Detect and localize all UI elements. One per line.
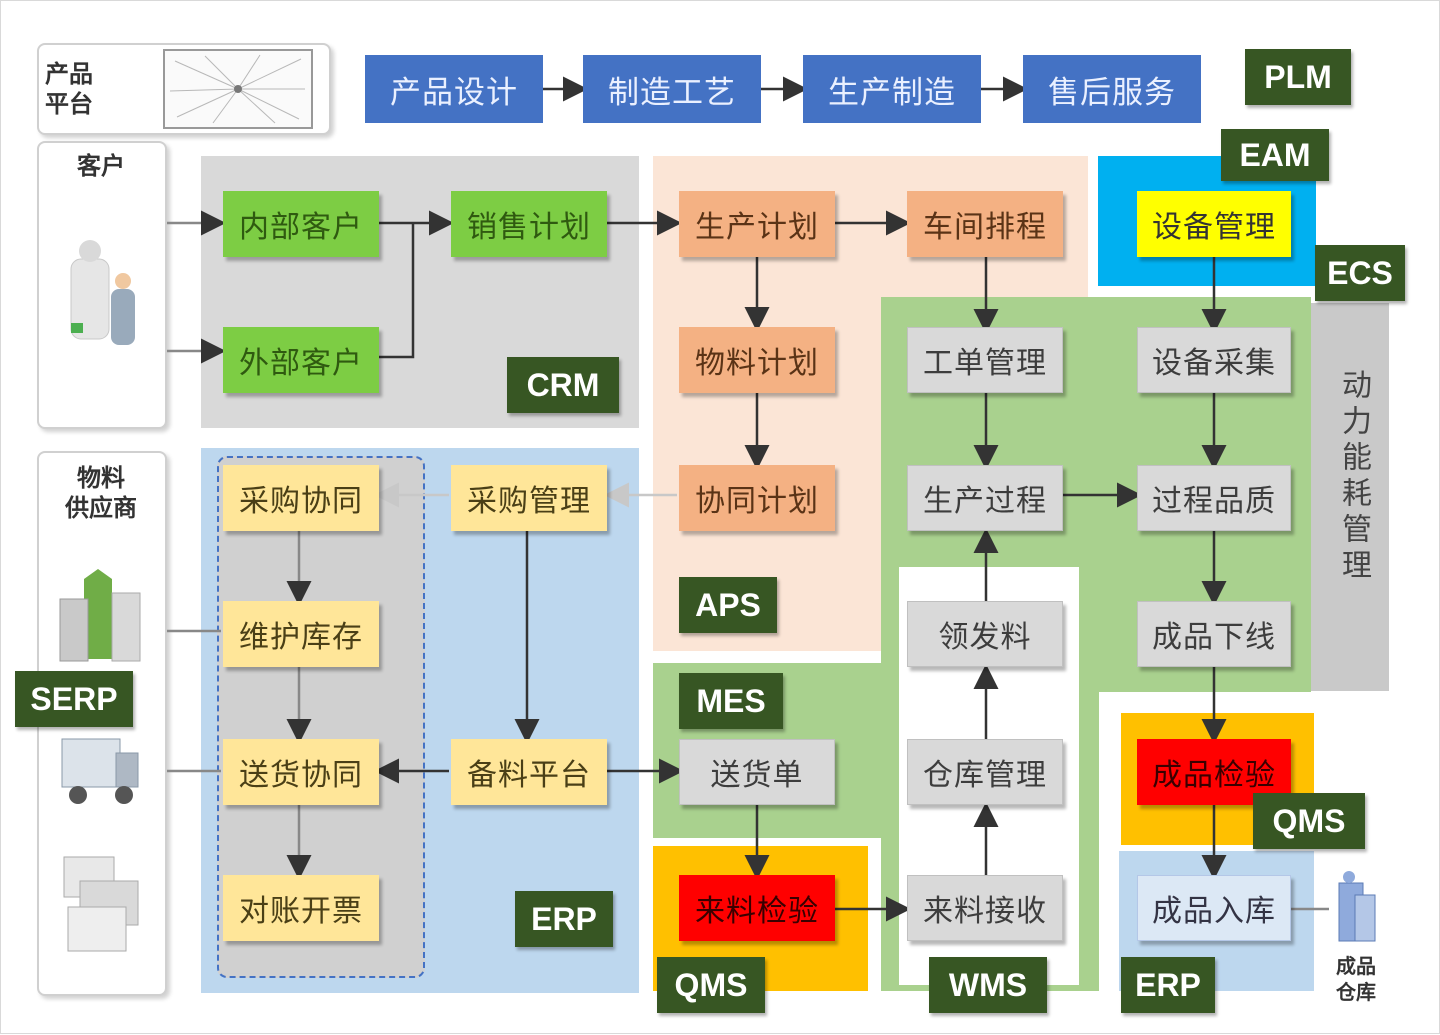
delivery-truck-icon (61, 738, 139, 804)
after-sales-step: 售后服务 (1023, 55, 1201, 123)
network-thumbnail (163, 49, 313, 129)
internal-customer-node: 内部客户 (223, 191, 379, 257)
finished-warehouse-icon (1338, 871, 1376, 942)
warehousing-node: 成品入库 (1137, 875, 1291, 941)
reconcile-invoice-node: 对账开票 (223, 875, 379, 941)
wms-tag: WMS (929, 957, 1047, 1013)
supplier-label: 物料 供应商 (65, 463, 137, 522)
equipment-collect-node: 设备采集 (1137, 327, 1291, 393)
collab-plan-node: 协同计划 (679, 465, 835, 531)
production-step: 生产制造 (803, 55, 981, 123)
plm-tag: PLM (1245, 49, 1351, 105)
shop-schedule-node: 车间排程 (907, 191, 1063, 257)
external-customer-node: 外部客户 (223, 327, 379, 393)
qms-right-tag: QMS (1253, 793, 1365, 849)
customer-label: 客户 (77, 151, 125, 180)
equipment-mgmt-node: 设备管理 (1137, 191, 1291, 257)
product-offline-node: 成品下线 (1137, 601, 1291, 667)
crm-tag: CRM (507, 357, 619, 413)
supply-platform-node: 备料平台 (451, 739, 607, 805)
work-order-node: 工单管理 (907, 327, 1063, 393)
material-plan-node: 物料计划 (679, 327, 835, 393)
purchase-mgmt-node: 采购管理 (451, 465, 607, 531)
aps-tag: APS (679, 577, 777, 633)
finished-warehouse-label: 成品 仓库 (1336, 954, 1376, 1004)
customer-people-icon (70, 240, 135, 345)
erp-main-tag: ERP (515, 891, 613, 947)
ecs-tag: ECS (1315, 245, 1405, 301)
sales-plan-node: 销售计划 (451, 191, 607, 257)
product-platform-label: 产品 平台 (45, 59, 93, 118)
supplier-buildings-icon (59, 569, 141, 662)
energy-panel (1311, 303, 1389, 691)
incoming-receipt-node: 来料接收 (907, 875, 1063, 941)
eam-tag: EAM (1221, 129, 1329, 181)
qms-left-tag: QMS (657, 957, 765, 1013)
mes-tag: MES (679, 673, 783, 729)
server-stack-icon (63, 856, 139, 952)
delivery-collab-node: 送货协同 (223, 739, 379, 805)
product-platform-panel (37, 43, 331, 135)
srp-tag: SERP (15, 671, 133, 727)
delivery-note-node: 送货单 (679, 739, 835, 805)
picking-node: 领发料 (907, 601, 1063, 667)
production-plan-node: 生产计划 (679, 191, 835, 257)
production-process-node: 生产过程 (907, 465, 1063, 531)
product-design-step: 产品设计 (365, 55, 543, 123)
inventory-mgmt-node: 仓库管理 (907, 739, 1063, 805)
manufacturing-process-step: 制造工艺 (583, 55, 761, 123)
incoming-inspection-node: 来料检验 (679, 875, 835, 941)
purchase-collab-node: 采购协同 (223, 465, 379, 531)
process-quality-node: 过程品质 (1137, 465, 1291, 531)
maintain-inventory-node: 维护库存 (223, 601, 379, 667)
erp-right-tag: ERP (1121, 957, 1215, 1013)
energy-panel-label: 动力能耗管理 (1336, 369, 1371, 585)
network-graph-icon (169, 54, 305, 124)
